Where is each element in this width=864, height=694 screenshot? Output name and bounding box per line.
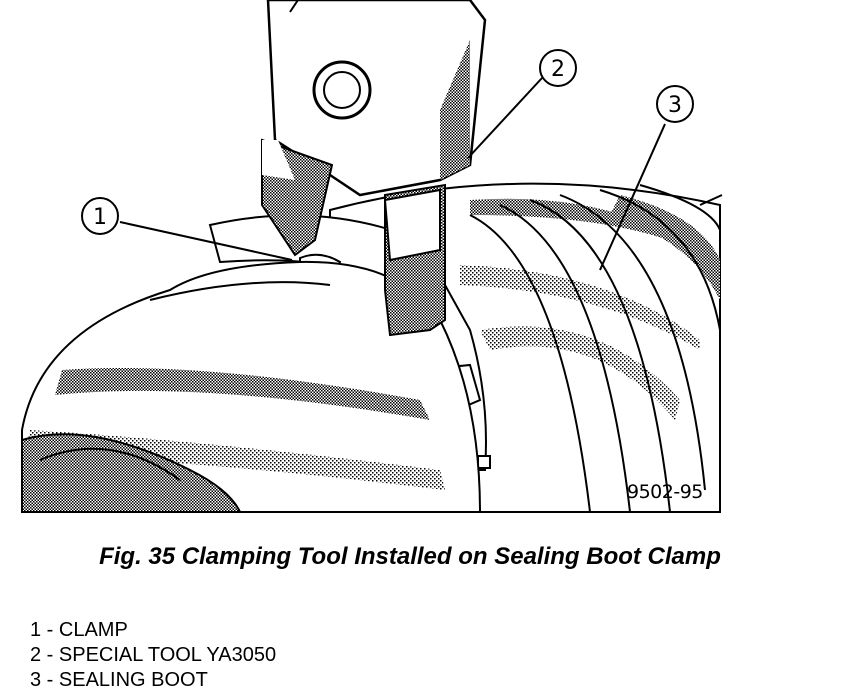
callout-1: 1 bbox=[81, 197, 293, 261]
special-tool-pliers bbox=[261, 0, 487, 337]
callout-3-number: 3 bbox=[668, 93, 682, 118]
legend-item-sealing-boot: 3 - SEALING BOOT bbox=[30, 669, 208, 691]
legend-item-special-tool: 2 - SPECIAL TOOL YA3050 bbox=[30, 644, 277, 666]
callout-2: 2 bbox=[467, 49, 577, 159]
axle-housing bbox=[21, 260, 482, 513]
callout-2-number: 2 bbox=[551, 57, 565, 82]
callout-1-number: 1 bbox=[93, 205, 107, 230]
legend-list: 1 - CLAMP 2 - SPECIAL TOOL YA3050 3 - SE… bbox=[30, 618, 276, 693]
figure-caption: Fig. 35 Clamping Tool Installed on Seali… bbox=[99, 543, 721, 570]
legend-item-clamp: 1 - CLAMP bbox=[30, 619, 128, 641]
callout-3: 3 bbox=[599, 85, 694, 271]
figure-id-code: 9502-95 bbox=[627, 481, 703, 503]
clamping-tool-illustration: 1 2 3 bbox=[21, 0, 723, 513]
